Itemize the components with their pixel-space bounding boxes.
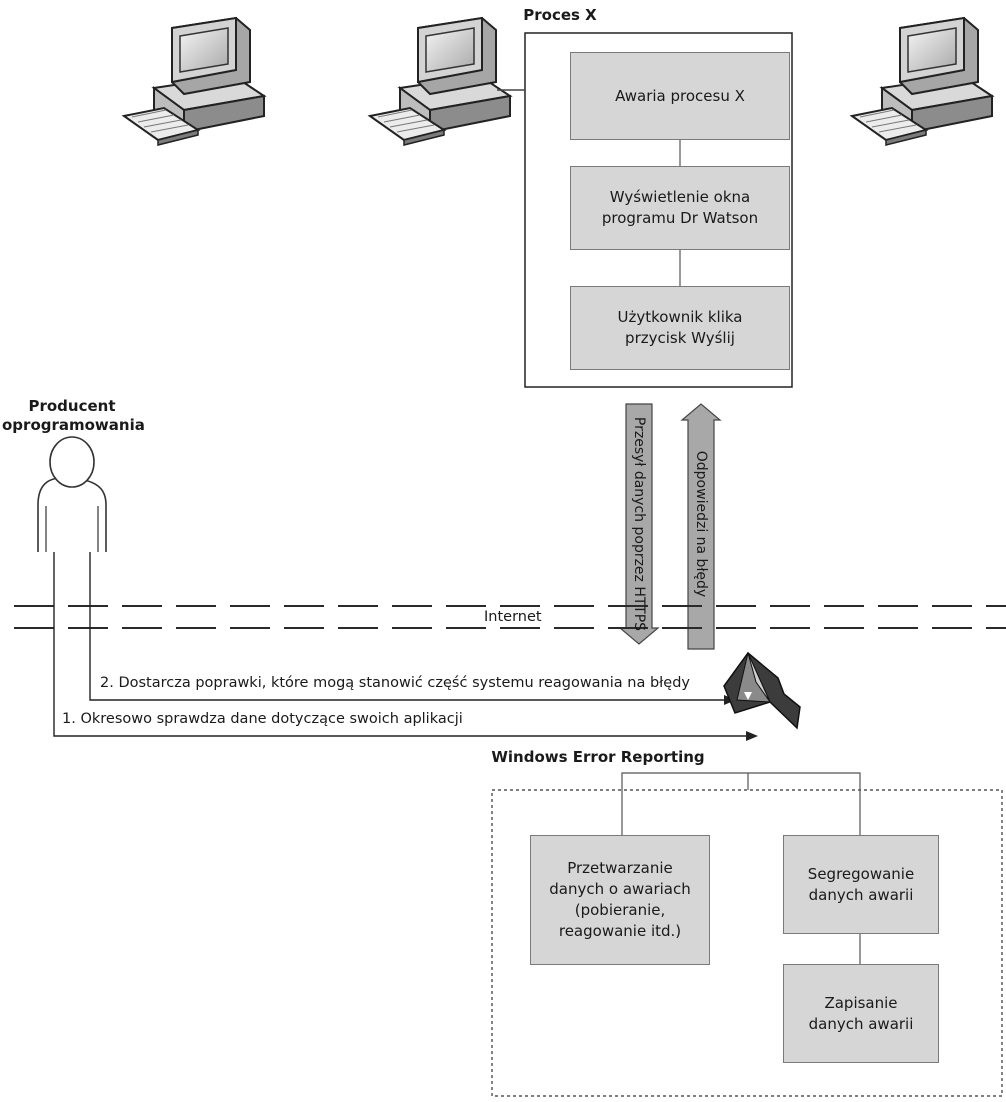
desktop-computer-icon <box>123 17 265 146</box>
vendor-fix-label: 2. Dostarcza poprawki, które mogą stanow… <box>100 675 690 691</box>
process-container <box>524 32 793 388</box>
user-icon <box>37 436 107 552</box>
wer-box-saving: Zapisanie danych awarii <box>783 964 939 1063</box>
process-step-send-click: Użytkownik klika przycisk Wyślij <box>570 286 790 370</box>
process-step-crash: Awaria procesu X <box>570 52 790 140</box>
internet-label: Internet <box>484 609 542 625</box>
wer-box-sorting: Segregowanie danych awarii <box>783 835 939 934</box>
response-arrow <box>680 403 722 650</box>
windows-error-reporting-icon <box>723 651 801 730</box>
vendor-check-arrow <box>53 552 748 737</box>
wer-title: Windows Error Reporting <box>491 748 705 766</box>
process-title: Proces X <box>523 6 597 24</box>
vendor-fix-arrow <box>89 552 726 701</box>
wer-container <box>491 789 1003 1097</box>
wer-tree-connector <box>621 772 861 835</box>
vendor-title: Producent oprogramowania <box>2 397 145 434</box>
process-step-dr-watson: Wyświetlenie okna programu Dr Watson <box>570 166 790 250</box>
desktop-computer-icon <box>851 17 993 146</box>
https-upload-label: Przesył danych poprzez HTTPS <box>631 416 647 632</box>
wer-box-processing: Przetwarzanie danych o awariach (pobiera… <box>530 835 710 965</box>
desktop-computer-icon <box>369 17 511 146</box>
arrowhead <box>746 731 758 741</box>
vendor-check-label: 1. Okresowo sprawdza dane dotyczące swoi… <box>62 711 463 727</box>
response-label: Odpowiedzi na błędy <box>693 450 709 598</box>
